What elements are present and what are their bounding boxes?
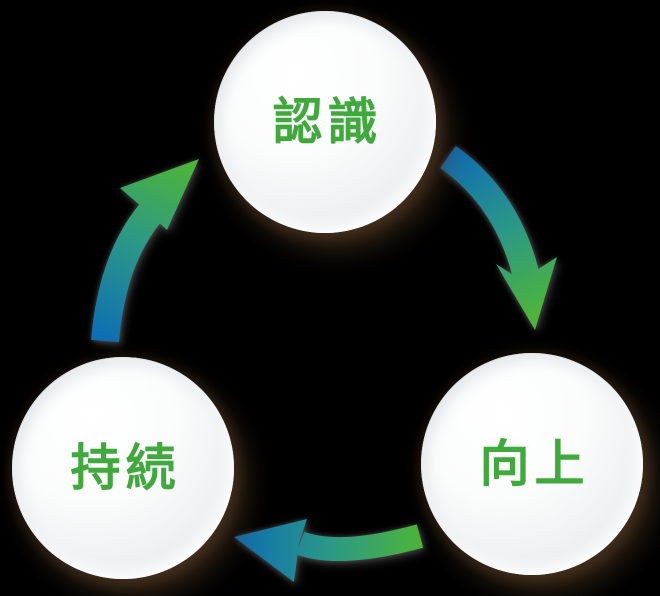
- node-circle-recognition: 認識: [214, 11, 436, 233]
- node-circle-improvement: 向上: [421, 353, 643, 575]
- node-circle-continuity: 持続: [12, 357, 234, 579]
- arrow-recognition-to-improvement-icon: [440, 145, 557, 330]
- node-label-continuity: 持続: [70, 439, 181, 497]
- arrow-improvement-to-continuity-icon: [234, 519, 424, 582]
- node-label-recognition: 認識: [272, 93, 383, 151]
- arrow-continuity-to-recognition-icon: [91, 159, 199, 343]
- node-label-improvement: 向上: [479, 435, 590, 493]
